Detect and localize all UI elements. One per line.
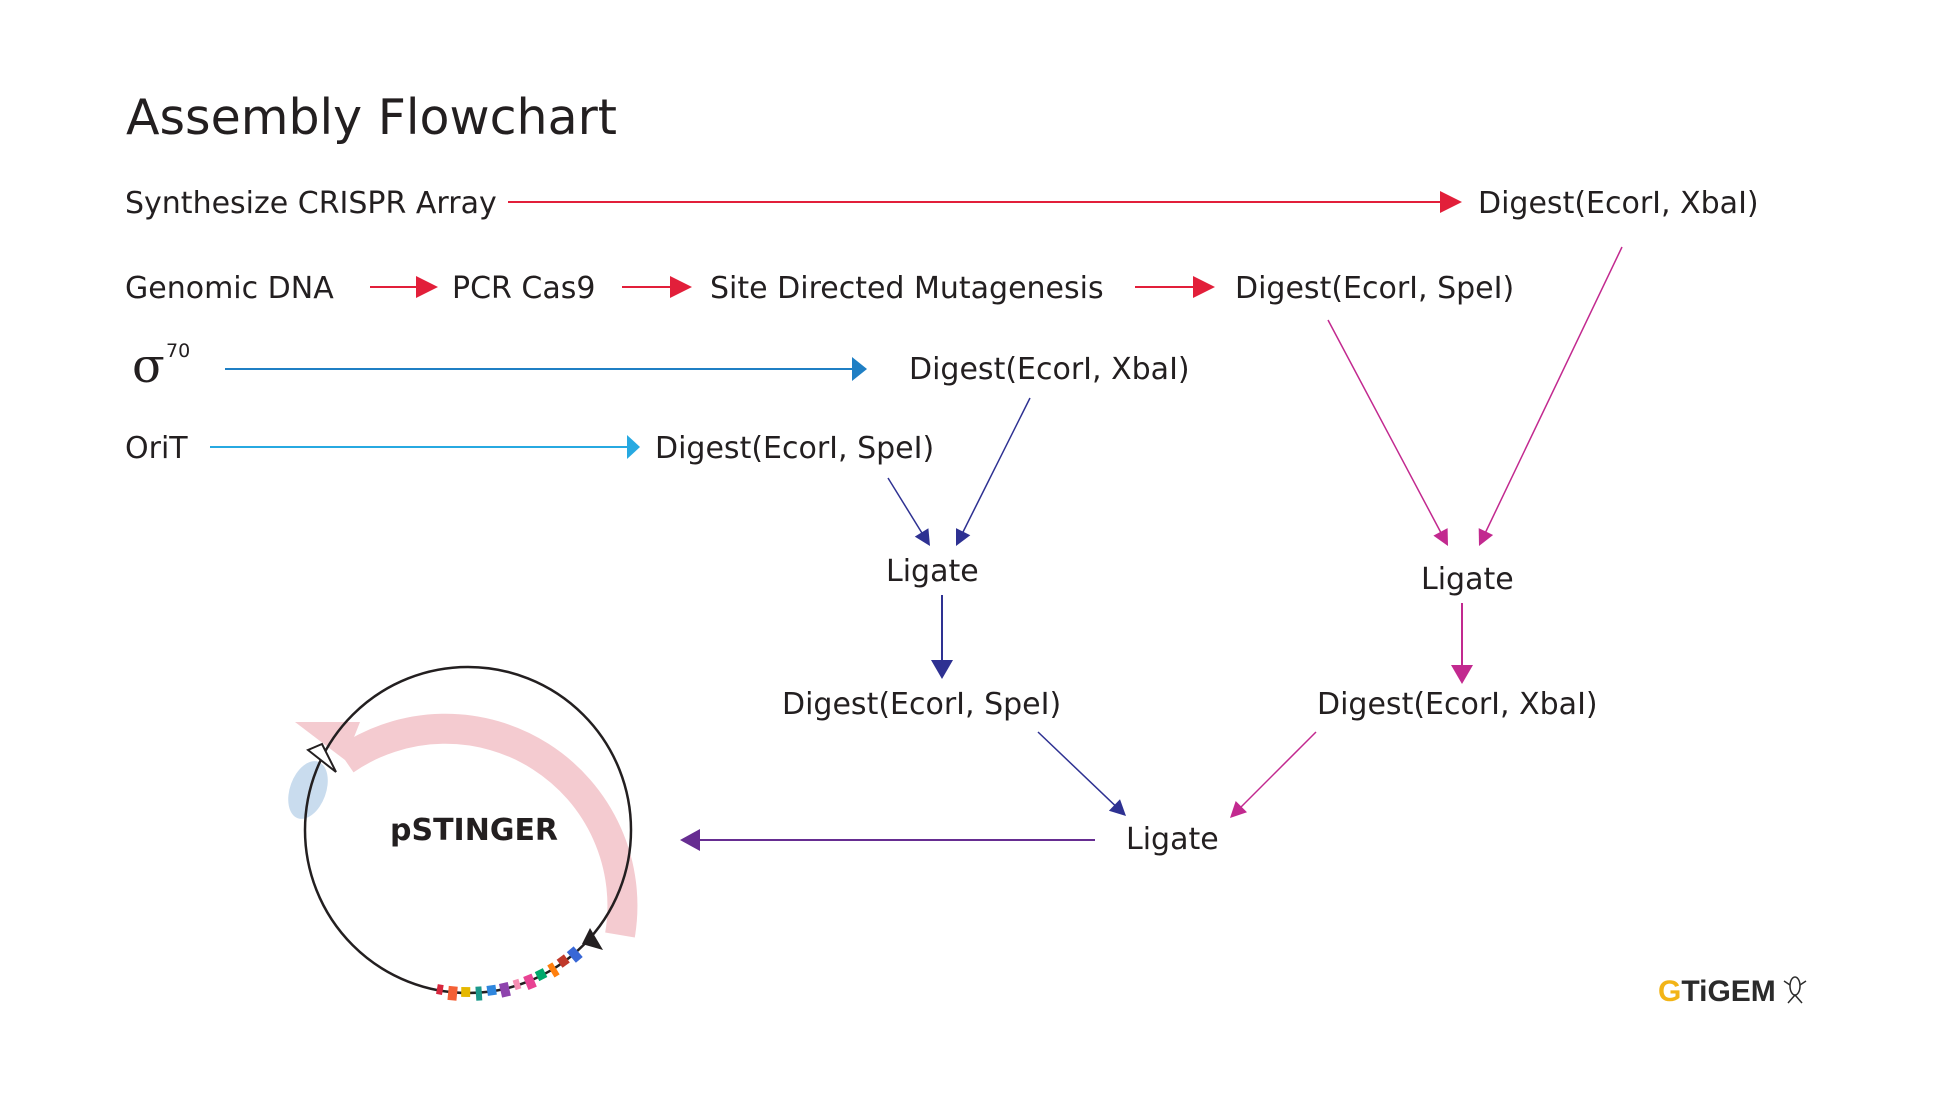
arrow-digest-mid-to-ligate-head (956, 528, 971, 546)
arrow-digest-spel-to-ligate-line (1037, 731, 1117, 807)
plasmid-block (534, 968, 548, 982)
arrow-genomic-to-pcr (370, 276, 438, 298)
digest-xbal-mid-label: Digest(EcorI, XbaI) (909, 352, 1190, 387)
arrow-sdm-to-digest-head (1193, 276, 1215, 298)
orit-label: OriT (125, 431, 188, 466)
plasmid-block (475, 986, 483, 1001)
genomic-dna-label: Genomic DNA (125, 271, 334, 306)
plasmid-block (436, 984, 444, 995)
arrow-orit-to-digest (210, 435, 640, 459)
arrow-pcr-to-sdm (622, 276, 692, 298)
arrow-orit-to-digest-head (627, 435, 640, 459)
logo-text-rest: TiGEM (1681, 975, 1775, 1008)
arrow-digest-top-to-ligate-head (1478, 528, 1494, 546)
plasmid-end-arrowhead (582, 928, 603, 950)
arrow-digest-xbal-to-ligate-head (1230, 801, 1247, 818)
arrow-ligate-right-to-digest-head (1451, 665, 1473, 684)
arrow-digest-left-to-ligate-head (914, 528, 930, 546)
site-directed-mutagenesis-label: Site Directed Mutagenesis (710, 271, 1104, 306)
plasmid-block (447, 985, 458, 1001)
digest-spel-right-label: Digest(EcorI, SpeI) (1235, 271, 1514, 306)
arrow-sigma-to-digest-head (852, 357, 867, 381)
arrow-ligate-to-plasmid (680, 829, 1095, 851)
flow-arrows (210, 191, 1623, 851)
plasmid-feature-patch (288, 761, 328, 819)
arrow-digest-right-to-ligate-head (1433, 528, 1448, 546)
plasmid-map: pSTINGER (288, 665, 638, 1001)
arrow-digest-xbal-to-ligate (1230, 731, 1317, 818)
digest-spel-bottom-label: Digest(EcorI, SpeI) (782, 687, 1061, 722)
page-title: Assembly Flowchart (126, 89, 617, 146)
arrow-digest-top-to-ligate (1478, 246, 1623, 546)
arrow-sdm-to-digest (1135, 276, 1215, 298)
plasmid-block (556, 954, 570, 968)
plasmid-block (523, 973, 537, 991)
arrow-digest-right-to-ligate (1327, 319, 1448, 546)
synthesize-crispr-array-label: Synthesize CRISPR Array (125, 186, 497, 221)
ligate-final-label: Ligate (1126, 822, 1219, 857)
plasmid-block (566, 946, 583, 963)
plasmid-name: pSTINGER (390, 813, 558, 848)
arrow-digest-top-to-ligate-line (1484, 246, 1623, 534)
plasmid-feature-band (336, 713, 638, 938)
arrow-sigma-to-digest (225, 357, 867, 381)
arrow-digest-left-to-ligate (887, 477, 930, 546)
arrow-digest-mid-to-ligate-line (961, 397, 1031, 534)
arrow-digest-mid-to-ligate (956, 397, 1031, 546)
digest-spel-left-label: Digest(EcorI, SpeI) (655, 431, 934, 466)
arrow-ligate-left-to-digest (931, 595, 953, 679)
arrow-genomic-to-pcr-head (416, 276, 438, 298)
plasmid-block (547, 962, 560, 978)
pcr-cas9-label: PCR Cas9 (452, 271, 595, 306)
gtigem-logo: GTiGEM (1658, 975, 1807, 1008)
sigma-superscript: 70 (166, 340, 190, 362)
plasmid-origin-arrowhead (306, 742, 337, 773)
plasmid-crispr-blocks (436, 946, 583, 1001)
arrow-ligate-left-to-digest-head (931, 660, 953, 679)
arrow-ligate-right-to-digest (1451, 603, 1473, 684)
arrow-digest-xbal-to-ligate-line (1239, 731, 1317, 809)
logo-text: GTiGEM (1658, 975, 1776, 1008)
arrow-digest-right-to-ligate-line (1327, 319, 1443, 534)
arrow-synth-to-digest-head (1440, 191, 1462, 213)
arrow-digest-left-to-ligate-line (887, 477, 924, 535)
arrow-ligate-to-plasmid-head (680, 829, 700, 851)
plasmid-block (512, 978, 522, 991)
arrow-digest-spel-to-ligate-head (1108, 799, 1126, 816)
plasmid-block (486, 984, 497, 996)
digest-xbal-top-label: Digest(EcorI, XbaI) (1478, 186, 1759, 221)
digest-xbal-bottom-label: Digest(EcorI, XbaI) (1317, 687, 1598, 722)
bacteria-icon (1783, 976, 1807, 1004)
plasmid-block (498, 981, 511, 998)
plasmid-block (461, 986, 471, 998)
arrow-synth-to-digest (508, 191, 1462, 213)
arrow-digest-spel-to-ligate (1037, 731, 1126, 816)
ligate-right-label: Ligate (1421, 562, 1514, 597)
arrow-pcr-to-sdm-head (670, 276, 692, 298)
sigma-symbol: σ (132, 338, 165, 394)
ligate-left-label: Ligate (886, 554, 979, 589)
plasmid-band-arrowhead (295, 722, 360, 760)
logo-text-g: G (1658, 975, 1681, 1008)
